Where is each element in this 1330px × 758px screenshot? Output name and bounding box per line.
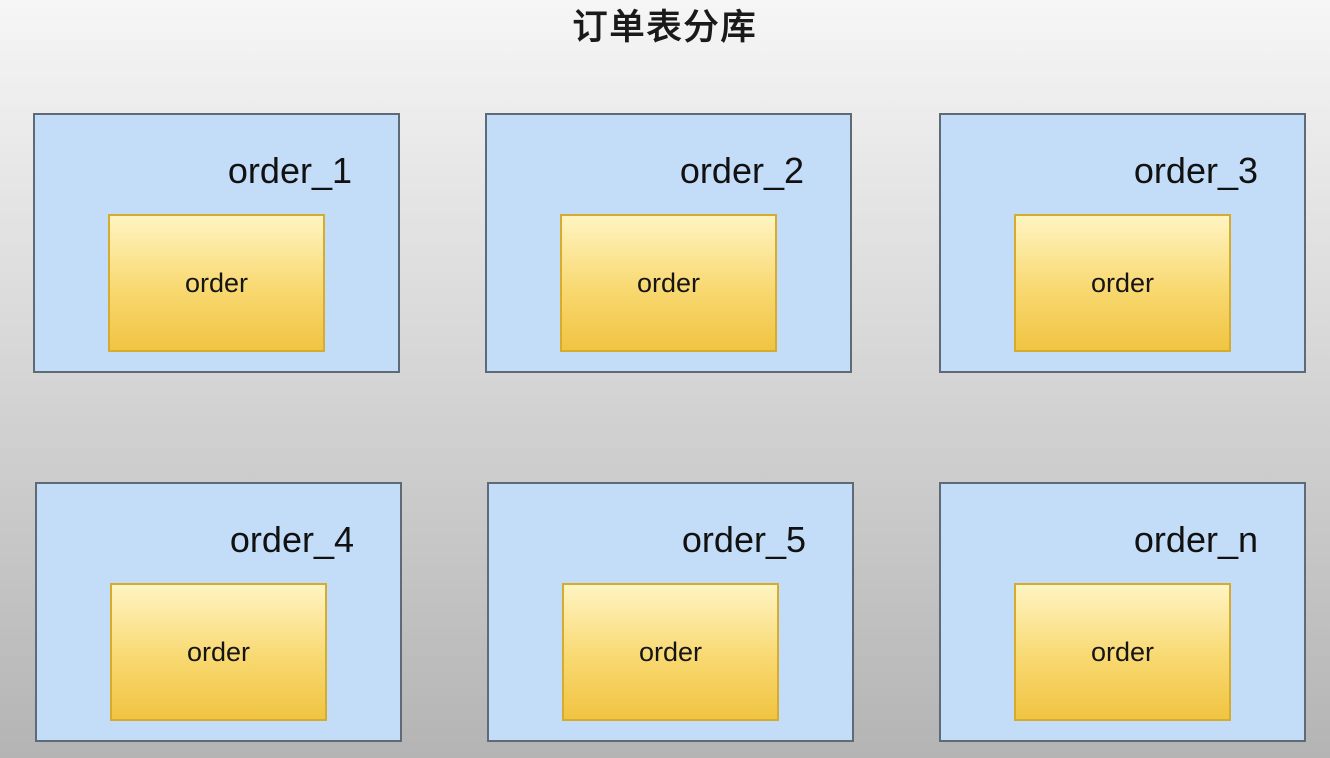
table-box: order <box>108 214 325 352</box>
database-label: order_2 <box>679 150 804 191</box>
database-label: order_1 <box>227 150 352 191</box>
table-label: order <box>184 267 249 298</box>
database-box-order-5: order_5 order <box>487 482 854 742</box>
database-box-order-n: order_n order <box>939 482 1306 742</box>
table-box: order <box>110 583 327 721</box>
database-box-order-4: order_4 order <box>35 482 402 742</box>
database-box-order-1: order_1 order <box>33 113 400 373</box>
table-box: order <box>560 214 777 352</box>
table-label: order <box>1090 267 1155 298</box>
database-label: order_n <box>1133 519 1258 560</box>
database-label: order_4 <box>229 519 354 560</box>
database-label: order_5 <box>681 519 806 560</box>
table-box: order <box>1014 214 1231 352</box>
table-box: order <box>1014 583 1231 721</box>
table-label: order <box>636 267 701 298</box>
database-label: order_3 <box>1133 150 1258 191</box>
table-label: order <box>638 636 703 667</box>
table-label: order <box>186 636 251 667</box>
table-label: order <box>1090 636 1155 667</box>
diagram-title: 订单表分库 <box>572 8 758 48</box>
database-box-order-3: order_3 order <box>939 113 1306 373</box>
database-box-order-2: order_2 order <box>485 113 852 373</box>
table-box: order <box>562 583 779 721</box>
